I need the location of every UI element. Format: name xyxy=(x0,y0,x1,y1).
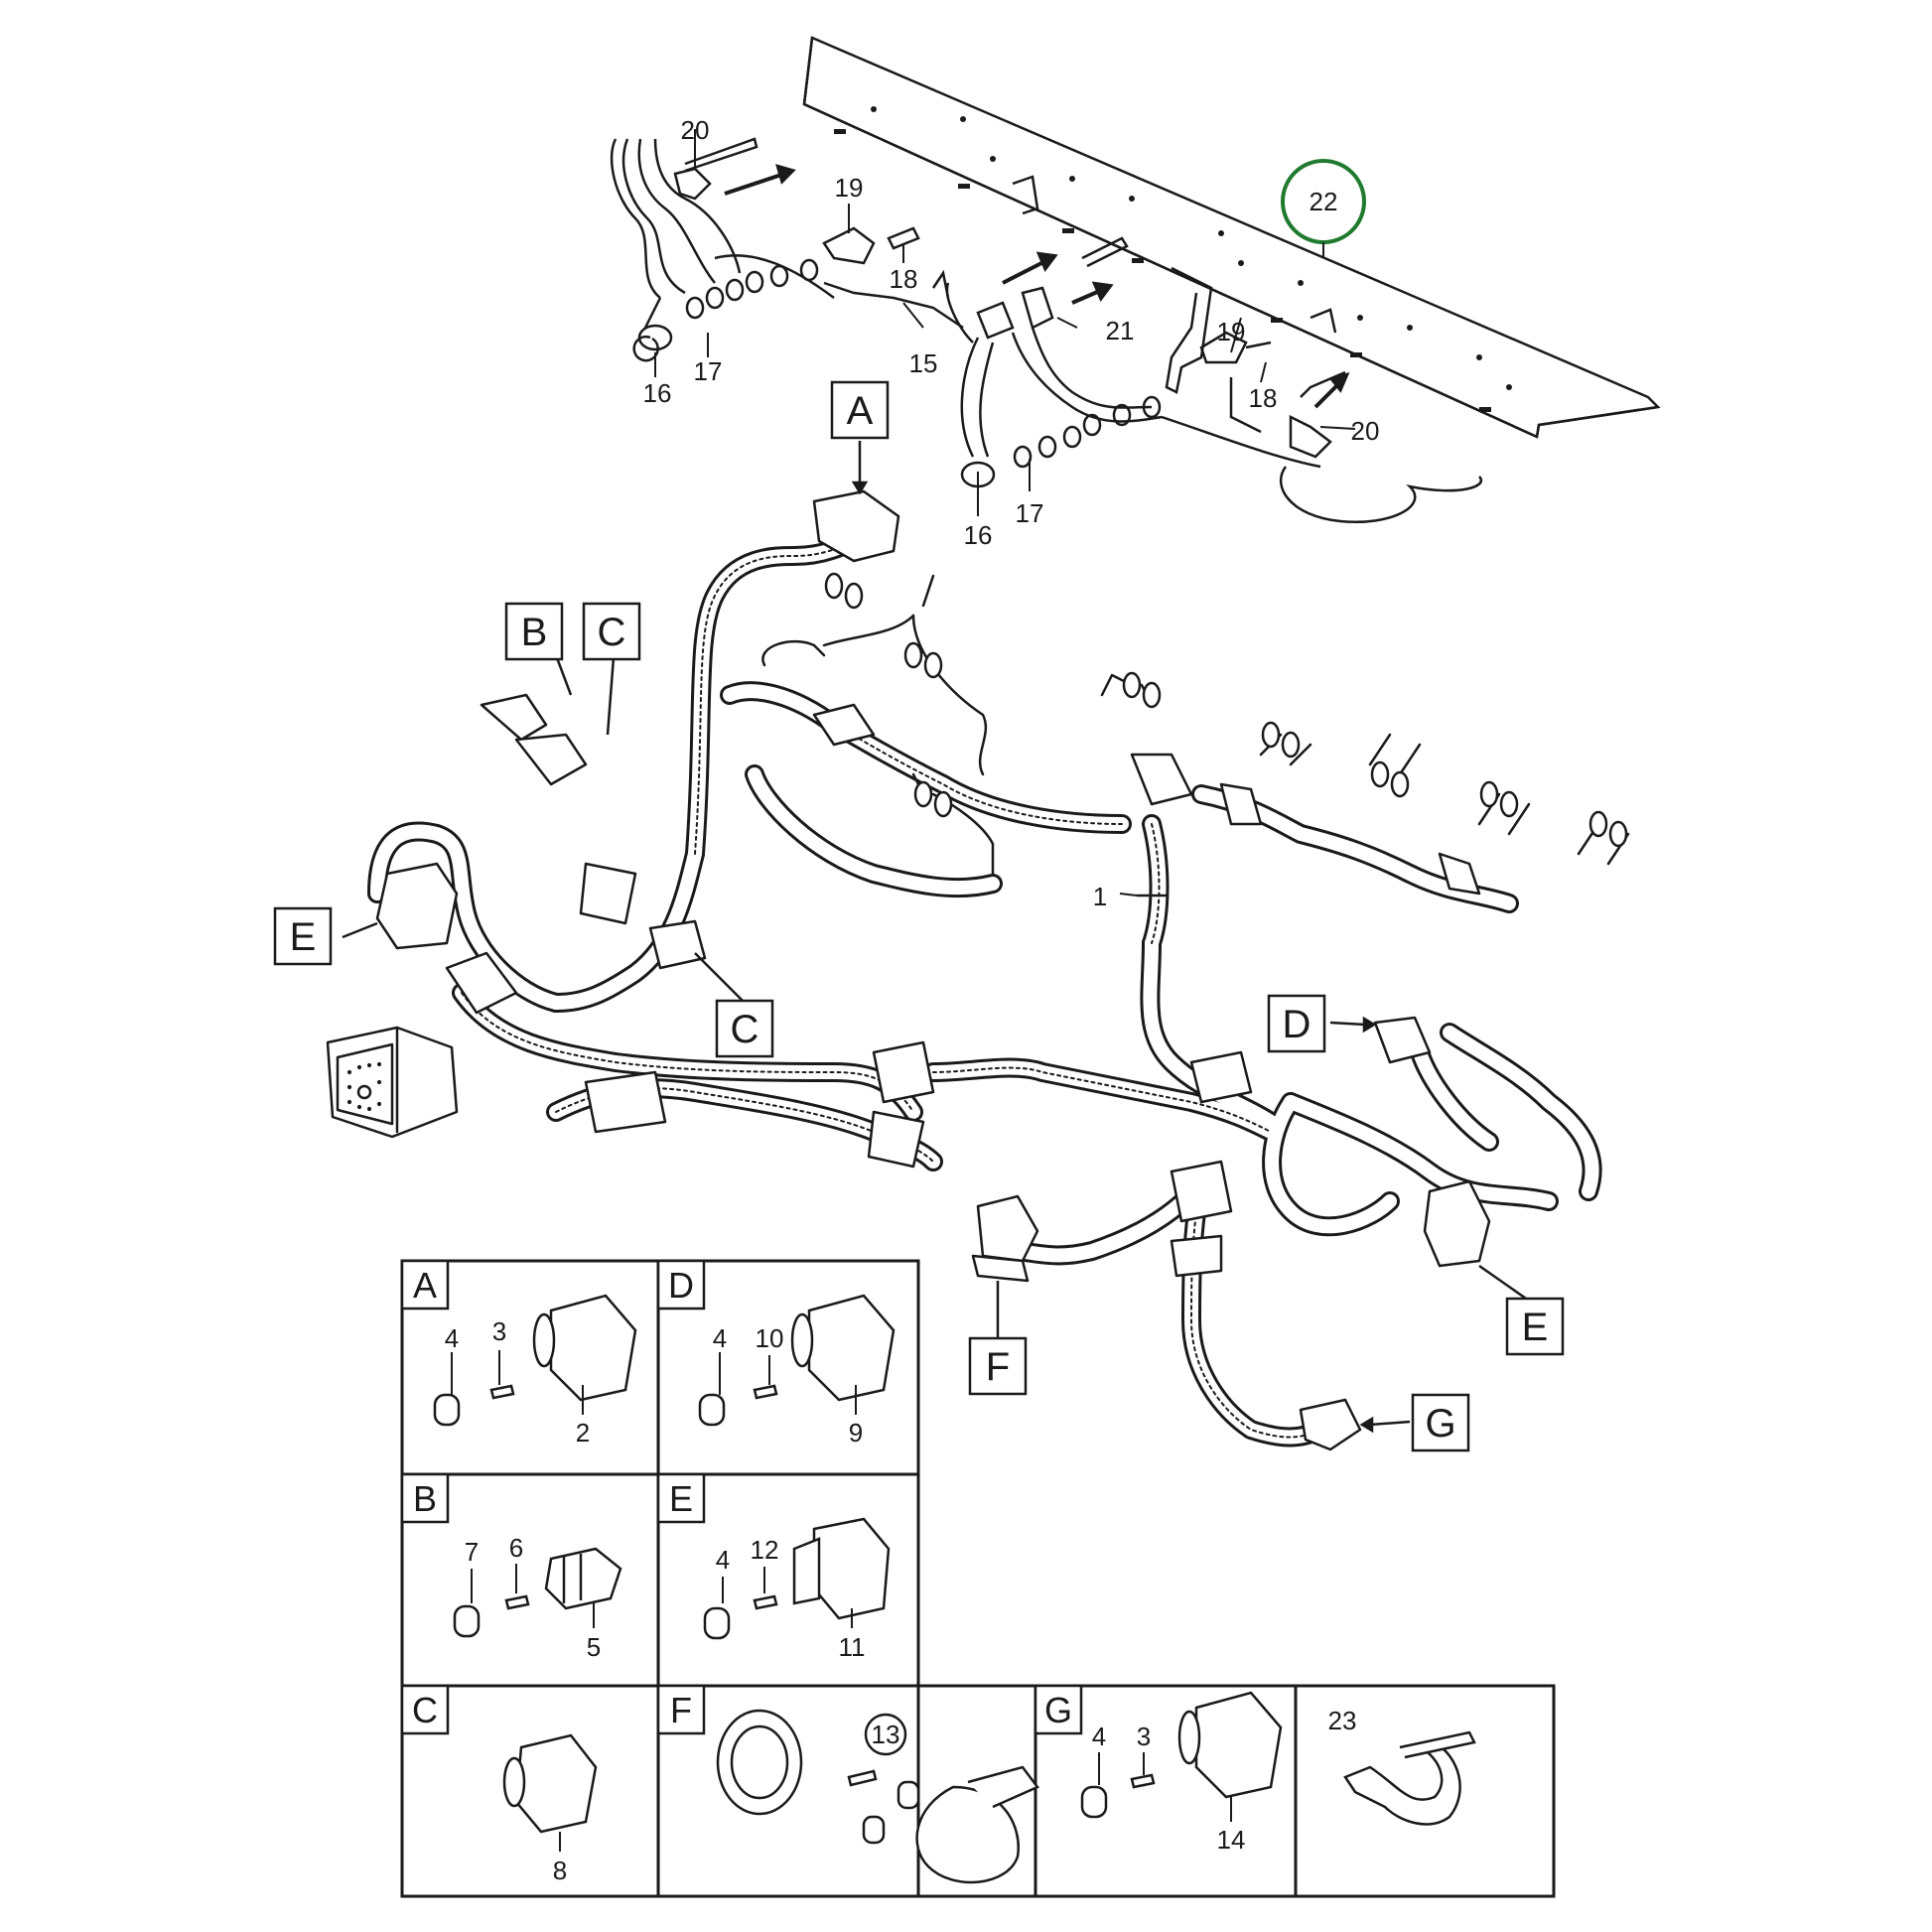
callout-20-a: 20 xyxy=(681,115,710,145)
callout-12: 12 xyxy=(751,1535,779,1565)
callout-19-b: 19 xyxy=(1217,317,1246,346)
label-e-main-left: E xyxy=(290,915,317,959)
callout-9: 9 xyxy=(849,1418,863,1448)
callout-14: 14 xyxy=(1217,1825,1246,1855)
callout-10: 10 xyxy=(756,1323,784,1353)
callout-1: 1 xyxy=(1093,882,1107,911)
callout-4-c: 4 xyxy=(716,1545,730,1575)
detail-label-b: B xyxy=(413,1478,437,1519)
detail-label-d: D xyxy=(668,1265,694,1306)
label-a-main: A xyxy=(847,389,874,433)
label-b-main: B xyxy=(521,611,548,654)
callout-3-a: 3 xyxy=(492,1316,506,1346)
callout-4-b: 4 xyxy=(713,1323,727,1353)
callout-23: 23 xyxy=(1328,1706,1357,1735)
upper-harness-left xyxy=(610,137,974,362)
callout-19-a: 19 xyxy=(835,173,864,203)
mounting-rail xyxy=(802,36,1661,439)
callout-5: 5 xyxy=(587,1632,601,1662)
main-harness xyxy=(326,489,1630,1451)
callout-6: 6 xyxy=(509,1533,523,1563)
callout-18-a: 18 xyxy=(890,264,918,294)
callout-16-a: 16 xyxy=(643,378,672,408)
label-f-main: F xyxy=(986,1345,1010,1389)
detail-label-g: G xyxy=(1044,1690,1072,1730)
callout-16-b: 16 xyxy=(964,520,993,550)
callout-21: 21 xyxy=(1106,316,1135,345)
callout-17-a: 17 xyxy=(694,356,723,386)
callout-2: 2 xyxy=(576,1418,590,1448)
callout-circle-13 xyxy=(864,1713,907,1756)
callout-numbers: 20 19 18 16 17 15 21 19 18 20 16 17 22 1… xyxy=(445,115,1380,1885)
connector-letters: A B C E C D E F G A D B E C F G xyxy=(290,389,1549,1730)
connector-letter-boxes xyxy=(273,380,1565,1452)
number-leaders xyxy=(451,129,1356,1852)
detail-label-f: F xyxy=(670,1690,692,1730)
callout-7: 7 xyxy=(465,1537,479,1567)
detail-label-e: E xyxy=(669,1478,693,1519)
label-c-main-upper: C xyxy=(598,611,626,654)
callout-4-d: 4 xyxy=(1092,1722,1106,1751)
callout-15: 15 xyxy=(909,348,938,378)
assembly-arrows xyxy=(724,164,1350,409)
label-c-main-lower: C xyxy=(731,1008,759,1051)
callout-18-b: 18 xyxy=(1249,383,1278,413)
callout-4-a: 4 xyxy=(445,1323,459,1353)
callout-8: 8 xyxy=(553,1856,567,1885)
label-g-main: G xyxy=(1425,1402,1455,1446)
label-d-main: D xyxy=(1283,1003,1311,1046)
callout-17-b: 17 xyxy=(1016,498,1044,528)
callout-20-b: 20 xyxy=(1351,416,1380,446)
callout-13: 13 xyxy=(872,1720,900,1749)
leader-lines xyxy=(342,441,1530,1434)
detail-letter-tabs xyxy=(400,1259,1083,1735)
callout-3-b: 3 xyxy=(1137,1722,1151,1751)
detail-label-a: A xyxy=(413,1265,437,1306)
callout-22: 22 xyxy=(1310,187,1338,216)
callout-11: 11 xyxy=(839,1632,866,1662)
detail-label-c: C xyxy=(412,1690,438,1730)
detail-parts xyxy=(433,1294,1476,1884)
label-e-main-right: E xyxy=(1522,1306,1549,1349)
upper-harness-right xyxy=(960,236,1483,523)
